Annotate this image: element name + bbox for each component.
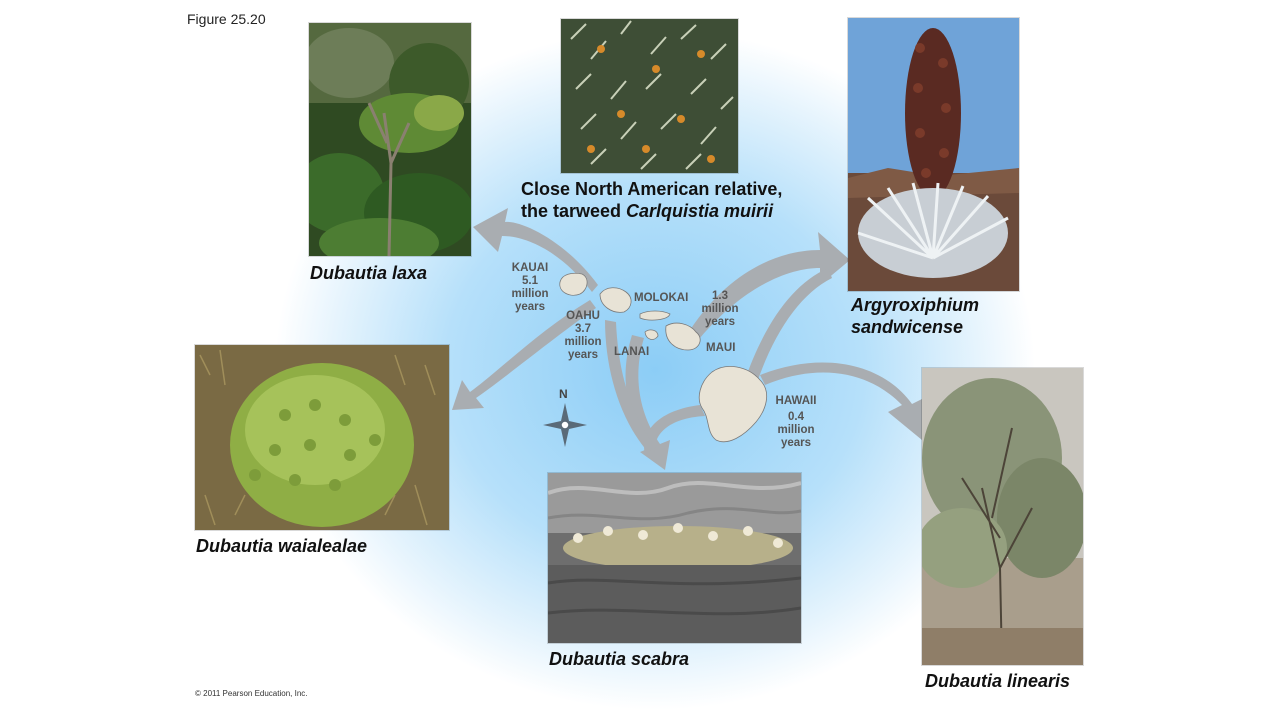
- island-oahu: [599, 287, 632, 313]
- arrow-to-scabra-3: [605, 320, 656, 452]
- label-lanai: LANAI: [614, 346, 650, 358]
- caption-dubautia-laxa: Dubautia laxa: [310, 263, 428, 283]
- caption-argyroxiphium-line2: sandwicense: [851, 317, 964, 337]
- arrow-to-laxa: [473, 208, 598, 292]
- hawaii-name: HAWAII: [775, 395, 817, 407]
- label-hawaii: HAWAII 0.4 million years: [768, 395, 824, 450]
- kauai-age: 5.1: [522, 275, 538, 287]
- arrow-to-argyroxiphium-2: [740, 268, 832, 398]
- photo-dubautia-linearis: [922, 368, 1083, 665]
- caption-dubautia-linearis: Dubautia linearis: [925, 671, 1071, 691]
- hawaii-unit2: years: [780, 437, 812, 449]
- label-oahu: OAHU 3.7 million years: [557, 310, 609, 362]
- compass-rose-icon: [543, 403, 587, 447]
- island-lanai: [644, 329, 659, 340]
- hawaiian-islands: [559, 272, 768, 443]
- island-maui: [665, 322, 701, 351]
- oahu-name: OAHU: [566, 310, 600, 322]
- oahu-age: 3.7: [575, 323, 591, 335]
- label-kauai: KAUAI 5.1 million years: [506, 262, 554, 314]
- caption-relative-species: Carlquistia muirii: [626, 201, 774, 221]
- caption-relative-line2: the tarweed Carlquistia muirii: [521, 200, 782, 222]
- photo-dubautia-waialealae: [195, 345, 449, 530]
- compass-north-label: N: [559, 387, 568, 401]
- caption-dubautia-scabra: Dubautia scabra: [549, 649, 690, 669]
- label-molokai: MOLOKAI: [634, 292, 689, 304]
- maui-unit1: million: [701, 303, 739, 315]
- arrow-to-linearis: [760, 362, 924, 440]
- maui-unit2: years: [704, 316, 736, 328]
- arrow-to-waialealae: [452, 300, 596, 410]
- caption-relative-prefix: the tarweed: [521, 201, 627, 221]
- hawaii-unit1: million: [777, 424, 815, 436]
- kauai-name: KAUAI: [511, 262, 549, 274]
- island-molokai: [639, 310, 671, 321]
- caption-carlquistia-muirii: Close North American relative, the tarwe…: [521, 178, 782, 222]
- arrow-to-scabra-2: [644, 405, 705, 455]
- label-maui-age: 1.3 million years: [696, 290, 744, 329]
- caption-argyroxiphium-line1: Argyroxiphium: [851, 295, 980, 315]
- photo-argyroxiphium-sandwicense: [848, 18, 1019, 291]
- kauai-unit2: years: [514, 301, 546, 313]
- maui-age: 1.3: [712, 290, 728, 302]
- copyright-notice: © 2011 Pearson Education, Inc.: [195, 689, 308, 698]
- caption-dubautia-waialealae: Dubautia waialealae: [196, 536, 368, 556]
- dispersal-arrows: [452, 208, 924, 470]
- island-hawaii: [698, 366, 768, 443]
- photo-dubautia-laxa: [309, 23, 471, 256]
- photo-carlquistia-muirii: [561, 19, 738, 173]
- oahu-unit1: million: [564, 336, 602, 348]
- photo-dubautia-scabra: [548, 473, 801, 643]
- hawaii-age: 0.4: [788, 411, 804, 423]
- arrow-to-argyroxiphium: [690, 232, 850, 338]
- caption-relative-line1: Close North American relative,: [521, 179, 783, 199]
- island-kauai: [559, 272, 588, 296]
- figure-label: Figure 25.20: [187, 11, 266, 27]
- kauai-unit1: million: [511, 288, 549, 300]
- caption-argyroxiphium-sandwicense: Argyroxiphium sandwicense: [851, 294, 979, 338]
- label-maui: MAUI: [706, 342, 736, 354]
- oahu-unit2: years: [567, 349, 599, 361]
- arrow-to-scabra: [625, 335, 670, 470]
